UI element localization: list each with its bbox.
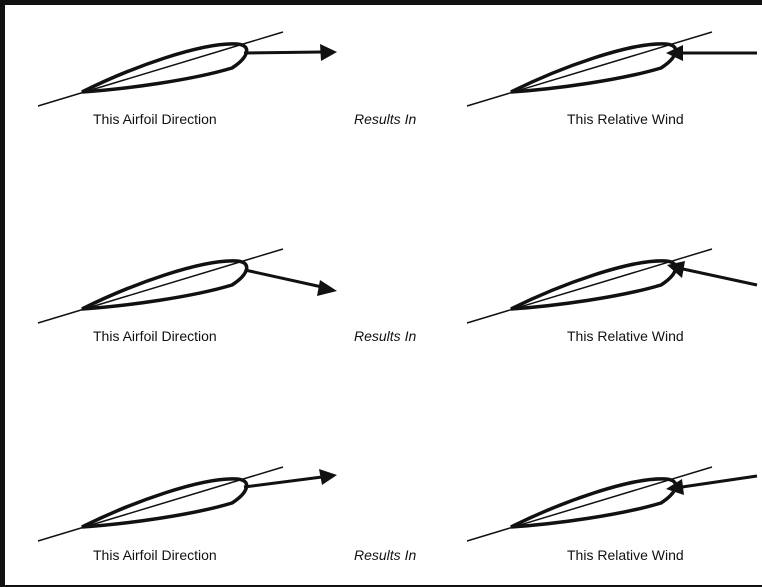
relative-wind-arrow-row-2 <box>667 261 758 287</box>
results-in-label: Results In <box>354 547 417 563</box>
results-in-label: Results In <box>354 328 417 344</box>
airfoil-direction-arrow-row-2 <box>244 268 337 296</box>
airfoil-direction-arrow-row-3 <box>243 469 337 489</box>
relative-wind-arrow-row-3 <box>666 474 758 495</box>
relative-wind-label: This Relative Wind <box>567 111 684 127</box>
relative-wind-arrow-row-1 <box>666 45 757 61</box>
airfoil-direction-label: This Airfoil Direction <box>93 328 217 344</box>
airfoil-right-row-3 <box>466 466 713 542</box>
results-in-label: Results In <box>354 111 417 127</box>
airfoil-right-row-1 <box>466 31 713 107</box>
airfoil-left-row-3 <box>37 466 284 542</box>
relative-wind-label: This Relative Wind <box>567 547 684 563</box>
relative-wind-label: This Relative Wind <box>567 328 684 344</box>
airfoil-right-row-2 <box>466 248 713 324</box>
airfoil-left-row-2 <box>37 248 284 324</box>
airfoil-direction-arrow-row-1 <box>243 44 337 61</box>
airfoil-direction-label: This Airfoil Direction <box>93 111 217 127</box>
airfoil-left-row-1 <box>37 31 284 107</box>
airfoil-direction-label: This Airfoil Direction <box>93 547 217 563</box>
